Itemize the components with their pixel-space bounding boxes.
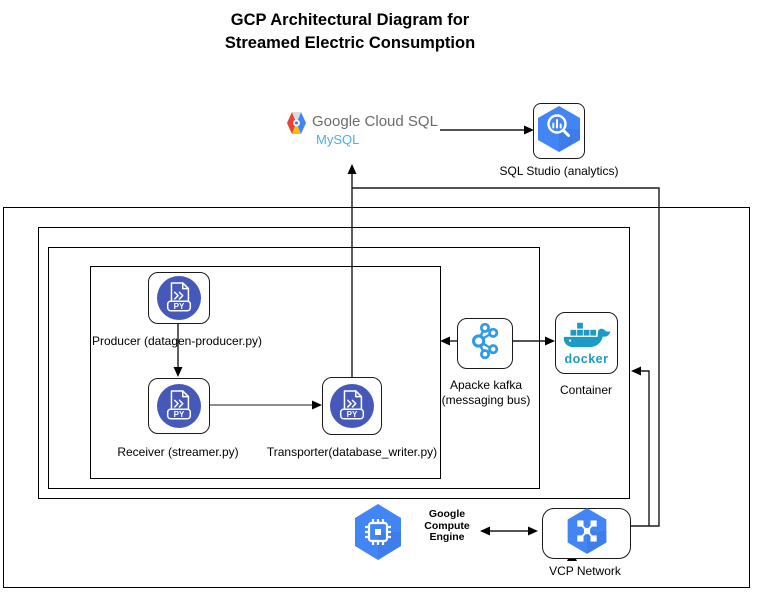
google-compute-engine-label: Google Compute Engine — [424, 508, 470, 544]
python-file-icon: PY — [157, 276, 201, 320]
google-cloud-sql-logo-icon — [287, 111, 306, 135]
docker-wordmark: docker — [564, 351, 609, 366]
kafka-label: Apacke kafka (messaging bus) — [442, 378, 531, 408]
diagram-title-line1: GCP Architectural Diagram for — [230, 11, 470, 29]
transporter-label: Transporter(database_writer.py) — [266, 445, 438, 459]
gce-label-line1: Google — [428, 508, 466, 520]
google-cloud-sql-label: Google Cloud SQL — [312, 113, 438, 130]
py-badge: PY — [174, 410, 185, 419]
mysql-label: MySQL — [316, 132, 360, 147]
python-file-icon: PY — [157, 384, 201, 428]
docker-icon: docker — [560, 322, 614, 365]
producer-node: PY — [148, 272, 210, 324]
sql-studio-label: SQL Studio (analytics) — [499, 164, 619, 178]
python-file-icon: PY — [330, 384, 374, 428]
sql-studio-node — [533, 103, 585, 159]
kafka-icon — [465, 321, 505, 366]
gce-label-line3: Engine — [429, 531, 465, 543]
docker-container-node: docker — [555, 312, 618, 374]
diagram-title: GCP Architectural Diagram for Streamed E… — [170, 9, 530, 55]
receiver-label: Receiver (streamer.py) — [117, 445, 239, 459]
vcp-network-node — [542, 508, 631, 559]
transporter-node: PY — [322, 377, 382, 435]
kafka-label-line2: (messaging bus) — [441, 393, 531, 407]
producer-label: Producer (datagen-producer.py) — [91, 334, 263, 348]
receiver-node: PY — [148, 378, 210, 434]
kafka-label-line1: Apacke kafka — [449, 378, 523, 392]
vcp-network-icon — [565, 507, 609, 560]
diagram-title-line2: Streamed Electric Consumption — [224, 34, 476, 52]
sql-studio-analytics-icon — [537, 105, 581, 158]
kafka-node — [457, 318, 513, 369]
google-compute-engine-icon — [353, 503, 403, 561]
container-label: Container — [559, 383, 613, 397]
vcp-network-label: VCP Network — [549, 564, 621, 578]
py-badge: PY — [347, 410, 358, 419]
py-badge: PY — [174, 302, 185, 311]
